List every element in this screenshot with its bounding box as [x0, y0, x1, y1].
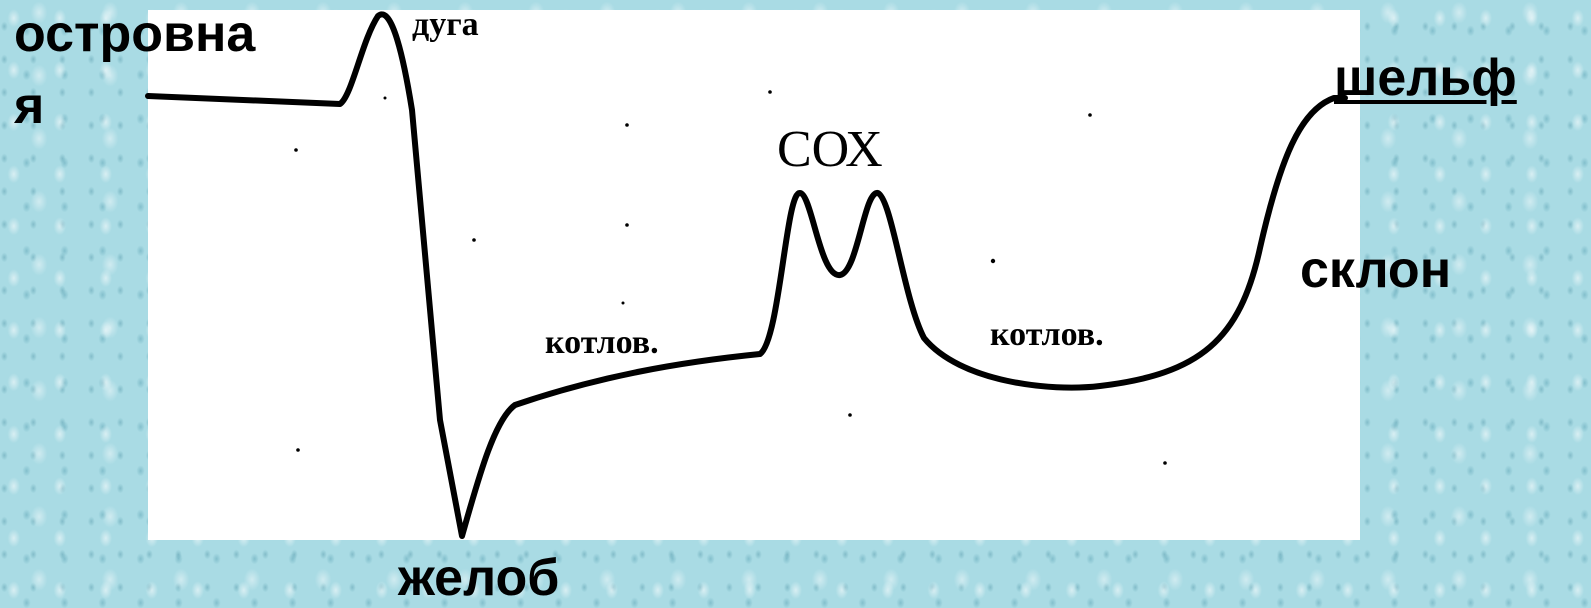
label-arc: дуга — [412, 6, 479, 43]
seafloor-profile-line — [145, 11, 1348, 539]
label-trench: желоб — [398, 549, 560, 607]
scan-speckles — [294, 90, 1167, 465]
label-mid-ocean-ridge: СОХ — [777, 121, 883, 178]
label-shelf: шельф — [1334, 49, 1517, 107]
diagram-panel — [148, 10, 1360, 540]
label-basin-right: котлов. — [990, 316, 1104, 353]
label-island-arc-continued: я — [14, 77, 45, 135]
label-island-arc: островна — [14, 5, 256, 63]
label-slope: склон — [1300, 241, 1452, 299]
label-basin-left: котлов. — [545, 324, 659, 361]
